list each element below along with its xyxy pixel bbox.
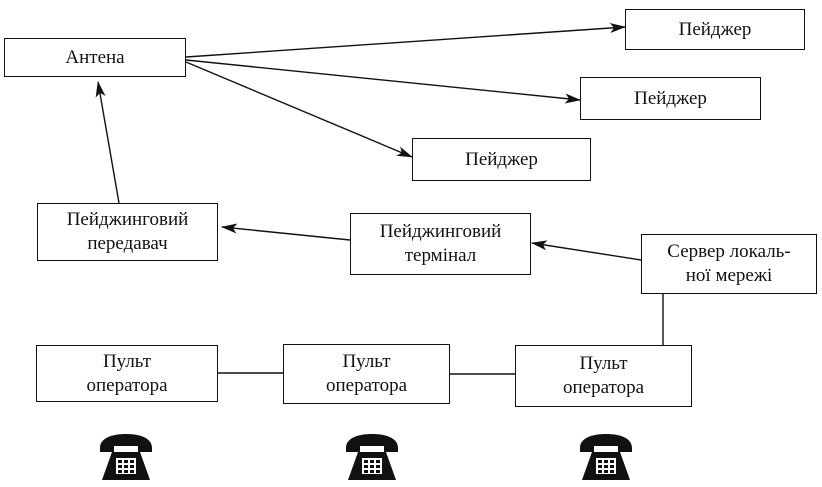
- pager-box-lower: Пейджер: [412, 138, 591, 181]
- operator-console-box-2: Пульт оператора: [283, 344, 450, 404]
- pager-box-middle: Пейджер: [580, 77, 761, 120]
- operator-console-line-1: Пульт: [579, 353, 628, 374]
- operator-console-line-2: оператора: [86, 374, 168, 396]
- antenna-label: Антена: [65, 46, 125, 68]
- lan-server-line-2: ної мережі: [685, 265, 773, 286]
- paging-transmitter-line-2: передавач: [87, 233, 168, 254]
- operator-console-line-1: Пульт: [342, 351, 391, 372]
- operator-console-line-2: оператора: [562, 377, 645, 398]
- telephone-icon: [580, 434, 632, 480]
- telephone-icon: [346, 434, 398, 480]
- lan-server-line-1: Сервер локаль-: [667, 241, 791, 262]
- antenna-box: Антена: [4, 38, 186, 77]
- paging-terminal-box: Пейджинговий термінал: [350, 213, 531, 275]
- arrow-antenna-to-pager-top: [185, 23, 626, 58]
- telephone-icon: [100, 434, 152, 480]
- arrow-terminal-to-transmitter: [221, 223, 351, 241]
- pager-box-top: Пейджер: [625, 9, 805, 50]
- pager-label: Пейджер: [465, 148, 538, 170]
- paging-terminal-line-1: Пейджинговий: [379, 221, 502, 242]
- arrow-transmitter-to-antenna: [95, 81, 120, 204]
- operator-console-box-1: Пульт оператора: [36, 345, 218, 402]
- pager-label: Пейджер: [678, 18, 752, 40]
- lan-server-box: Сервер локаль- ної мережі: [641, 234, 817, 294]
- operator-console-line-2: оператора: [325, 375, 408, 396]
- arrow-server-to-terminal: [531, 240, 642, 261]
- operator-console-box-3: Пульт оператора: [515, 345, 692, 407]
- paging-transmitter-line-1: Пейджинговий: [66, 209, 189, 230]
- arrow-antenna-to-pager-mid: [185, 59, 581, 104]
- operator-console-line-1: Пульт: [102, 350, 152, 372]
- arrow-antenna-to-pager-low: [185, 61, 413, 158]
- paging-transmitter-box: Пейджинговий передавач: [37, 203, 218, 261]
- paging-terminal-line-2: термінал: [404, 245, 477, 266]
- pager-label: Пейджер: [634, 87, 707, 109]
